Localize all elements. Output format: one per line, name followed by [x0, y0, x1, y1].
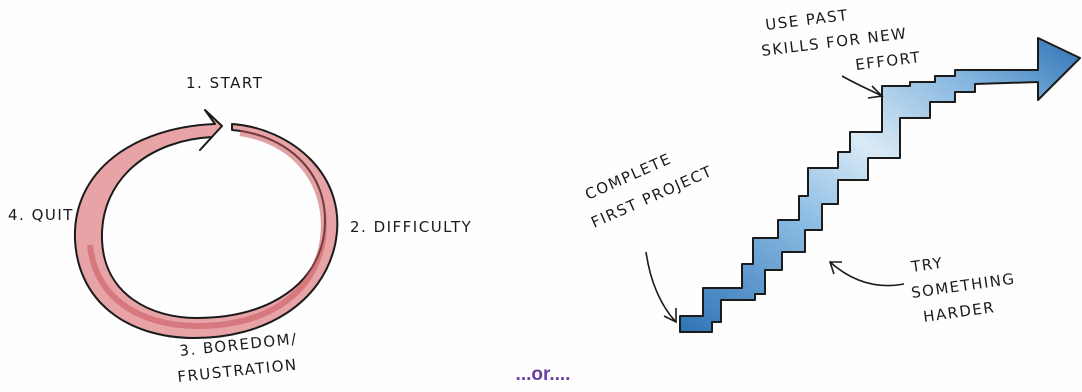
- cycle-label-start: 1. START: [186, 74, 263, 92]
- cycle-arrow: [73, 109, 339, 339]
- label-harder: HARDER: [922, 298, 996, 326]
- staircase-diagram: USE PAST SKILLS FOR NEW EFFORT COMPLETE …: [582, 6, 1081, 333]
- staircase-arrow: [679, 37, 1081, 333]
- arrow-to-first-step: [645, 251, 677, 324]
- cycle-label-quit: 4. QUIT: [8, 206, 74, 224]
- cycle-label-frustration: FRUSTRATION: [177, 355, 299, 386]
- cycle-shade: [87, 130, 327, 330]
- arrow-to-upper-step: [841, 75, 884, 99]
- or-divider-text: ...or....: [515, 364, 571, 385]
- arrow-to-middle-step: [828, 261, 905, 287]
- cycle-diagram: 1. START 2. DIFFICULTY 3. BOREDOM/ FRUST…: [8, 74, 472, 386]
- cycle-label-difficulty: 2. DIFFICULTY: [350, 218, 472, 236]
- label-try: TRY: [909, 254, 944, 276]
- label-use-past: USE PAST: [764, 6, 849, 34]
- label-something: SOMETHING: [910, 270, 1016, 302]
- label-effort: EFFORT: [854, 48, 922, 74]
